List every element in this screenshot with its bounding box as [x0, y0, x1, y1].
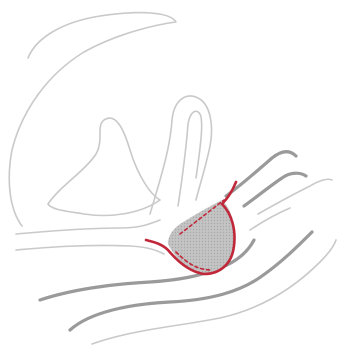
lower-organ-bottom	[16, 245, 164, 254]
right-tube-upper	[226, 152, 296, 196]
lower-organ-top	[16, 220, 160, 234]
uterus-outer	[150, 96, 212, 214]
bowel-loop	[48, 118, 160, 215]
highlighted-region-fill	[168, 200, 235, 274]
outer-contour	[9, 13, 176, 226]
right-tube-middle	[244, 173, 306, 206]
right-tube-lower-upper	[258, 179, 332, 214]
bottom-contour-4	[250, 208, 290, 230]
